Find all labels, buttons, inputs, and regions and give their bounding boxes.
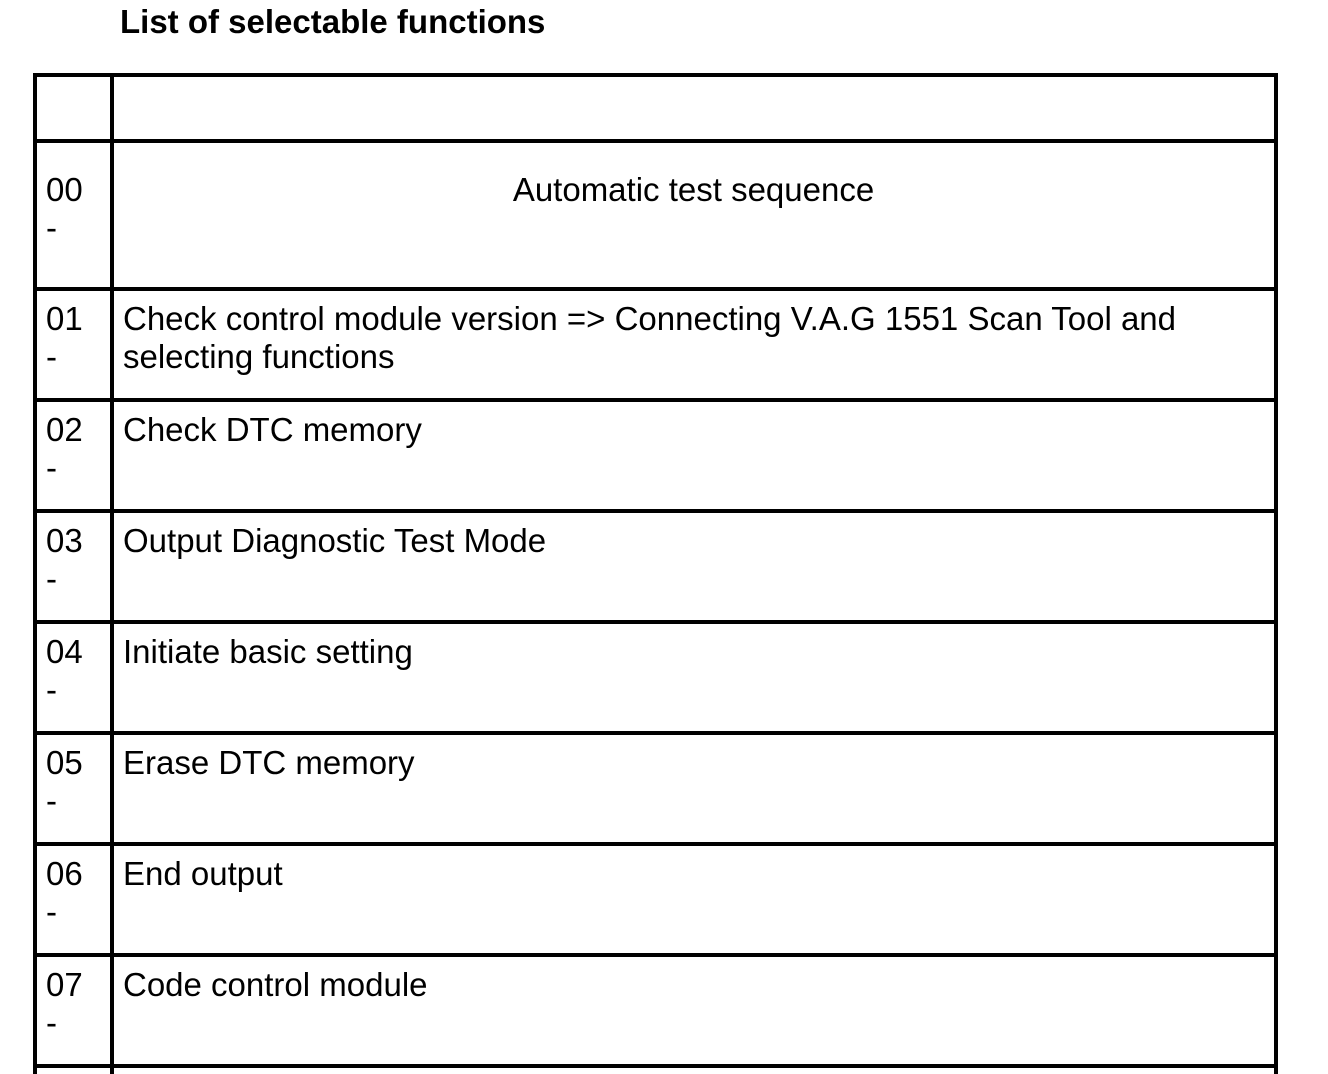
function-code-dash: - [46,782,57,819]
function-code-dash: - [46,449,57,486]
function-code: 07 [46,966,83,1003]
function-code: 00 [46,171,83,208]
function-description: Output Diagnostic Test Mode [110,509,1278,624]
table-row-06: 06 - End output [33,842,1278,957]
function-code: 03 [46,522,83,559]
function-code-cell: 05 - [33,731,114,846]
function-description: Automatic test sequence [110,139,1278,291]
function-description: Read measured value block [110,1064,1278,1074]
header-description-cell [110,73,1278,143]
function-code-cell: 01 - [33,287,114,402]
table-row-00: 00 - Automatic test sequence [33,139,1278,291]
table-row-04: 04 - Initiate basic setting [33,620,1278,735]
function-code-cell: 08 - [33,1064,114,1074]
function-description: Check control module version => Connecti… [110,287,1278,402]
function-code-dash: - [46,209,57,246]
function-code: 05 [46,744,83,781]
function-code-dash: - [46,338,57,375]
function-description: Check DTC memory [110,398,1278,513]
table-row-01: 01 - Check control module version => Con… [33,287,1278,402]
function-code: 01 [46,300,83,337]
function-code: 02 [46,411,83,448]
function-code-cell: 04 - [33,620,114,735]
function-description: Code control module [110,953,1278,1068]
function-code-cell: 07 - [33,953,114,1068]
function-code-dash: - [46,560,57,597]
table-row-03: 03 - Output Diagnostic Test Mode [33,509,1278,624]
table-row-07: 07 - Code control module [33,953,1278,1068]
function-description: Initiate basic setting [110,620,1278,735]
page-title: List of selectable functions [120,3,546,40]
function-code-cell: 03 - [33,509,114,624]
function-code: 06 [46,855,83,892]
function-code-cell: 06 - [33,842,114,957]
function-code-dash: - [46,671,57,708]
table-row-02: 02 - Check DTC memory [33,398,1278,513]
function-code-dash: - [46,1004,57,1041]
function-code-cell: 02 - [33,398,114,513]
selectable-functions-table: 00 - Automatic test sequence 01 - Check … [33,73,1278,1074]
header-code-cell [33,73,114,143]
function-description: Erase DTC memory [110,731,1278,846]
function-code-dash: - [46,893,57,930]
table-row-08: 08 - Read measured value block [33,1064,1278,1074]
function-code-cell: 00 - [33,139,114,291]
table-header-row [33,73,1278,143]
function-code: 04 [46,633,83,670]
function-description: End output [110,842,1278,957]
table-row-05: 05 - Erase DTC memory [33,731,1278,846]
